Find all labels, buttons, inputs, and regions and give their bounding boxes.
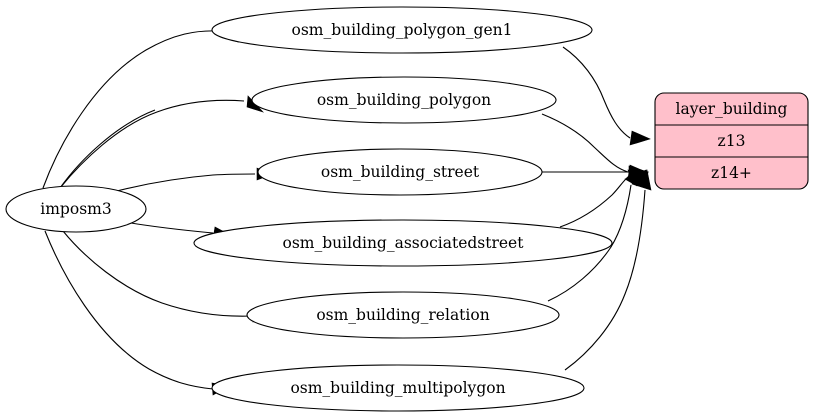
node-osm_building_polygon_gen1-label: osm_building_polygon_gen1 bbox=[292, 21, 513, 39]
node-osm_building_polygon_gen1-shape[interactable] bbox=[211, 6, 593, 54]
node-osm_building_street[interactable]: osm_building_street bbox=[257, 148, 543, 196]
node-osm_building_associatedstreet-label: osm_building_associatedstreet bbox=[283, 234, 525, 252]
node-osm_building_polygon-shape[interactable] bbox=[251, 76, 557, 124]
edge-osm_building_multipolygon-to-layer_building-z14plus bbox=[564, 169, 652, 371]
layer-building-row-header-label: layer_building bbox=[676, 100, 788, 118]
node-osm_building_multipolygon[interactable]: osm_building_multipolygon bbox=[211, 364, 585, 412]
node-osm_building_relation[interactable]: osm_building_relation bbox=[246, 291, 560, 339]
node-imposm3-label: imposm3 bbox=[40, 200, 111, 218]
node-osm_building_polygon-label: osm_building_polygon bbox=[317, 91, 491, 109]
layer-building-row-z13-label: z13 bbox=[718, 132, 746, 150]
node-osm_building_associatedstreet[interactable]: osm_building_associatedstreet bbox=[193, 219, 613, 267]
layer-building-box[interactable] bbox=[654, 92, 809, 190]
node-osm_building_street-label: osm_building_street bbox=[321, 163, 480, 181]
node-imposm3[interactable]: imposm3 bbox=[5, 185, 147, 233]
node-layer_building[interactable]: layer_building z13 z14+ bbox=[654, 92, 809, 190]
node-osm_building_polygon_gen1[interactable]: osm_building_polygon_gen1 bbox=[211, 6, 593, 54]
edge-imposm3-to-osm_building_polygon_gen1 bbox=[42, 25, 239, 189]
edge-group-tables-to-layer bbox=[541, 46, 652, 371]
layer-building-row-z14plus-label: z14+ bbox=[711, 164, 752, 182]
node-osm_building_associatedstreet-shape[interactable] bbox=[193, 219, 613, 267]
node-osm_building_relation-shape[interactable] bbox=[246, 291, 560, 339]
node-osm_building_relation-label: osm_building_relation bbox=[316, 306, 489, 324]
node-imposm3-shape[interactable] bbox=[5, 185, 147, 233]
node-osm_building_multipolygon-shape[interactable] bbox=[211, 364, 585, 412]
edge-imposm3-to-osm_building_street bbox=[112, 167, 274, 193]
node-osm_building_polygon[interactable]: osm_building_polygon bbox=[251, 76, 557, 124]
node-osm_building_street-shape[interactable] bbox=[257, 148, 543, 196]
edge-osm_building_polygon_gen1-to-layer_building-z13 bbox=[562, 46, 651, 146]
node-osm_building_multipolygon-label: osm_building_multipolygon bbox=[290, 379, 505, 397]
